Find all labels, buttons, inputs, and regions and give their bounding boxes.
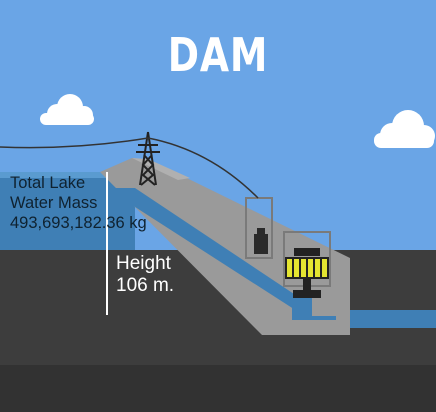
generator-icon bbox=[285, 248, 329, 298]
mass-value: 493,693,182.36 kg bbox=[10, 214, 147, 232]
lake-mass-label: Total Lake Water Mass 493,693,182.36 kg bbox=[10, 173, 147, 233]
lake-surface bbox=[0, 172, 135, 178]
lake-water bbox=[0, 172, 135, 250]
penstock-outlet bbox=[292, 298, 336, 320]
dam-crest bbox=[132, 158, 190, 180]
mass-line1: Total Lake bbox=[10, 174, 86, 192]
page-title: DAM bbox=[167, 28, 269, 82]
cloud-left-icon bbox=[40, 94, 94, 125]
height-text: Height bbox=[116, 253, 171, 274]
ground-lower bbox=[0, 365, 436, 412]
penstock bbox=[100, 188, 300, 313]
height-value: 106 m. bbox=[116, 275, 175, 296]
transmission-tower-icon bbox=[136, 131, 160, 186]
height-label: Height 106 m. bbox=[116, 253, 174, 297]
power-line-left bbox=[0, 137, 149, 149]
cloud-right-icon bbox=[374, 110, 435, 148]
transformer-icon bbox=[245, 197, 273, 259]
mass-line2: Water Mass bbox=[10, 194, 98, 212]
power-line-right bbox=[147, 137, 259, 199]
